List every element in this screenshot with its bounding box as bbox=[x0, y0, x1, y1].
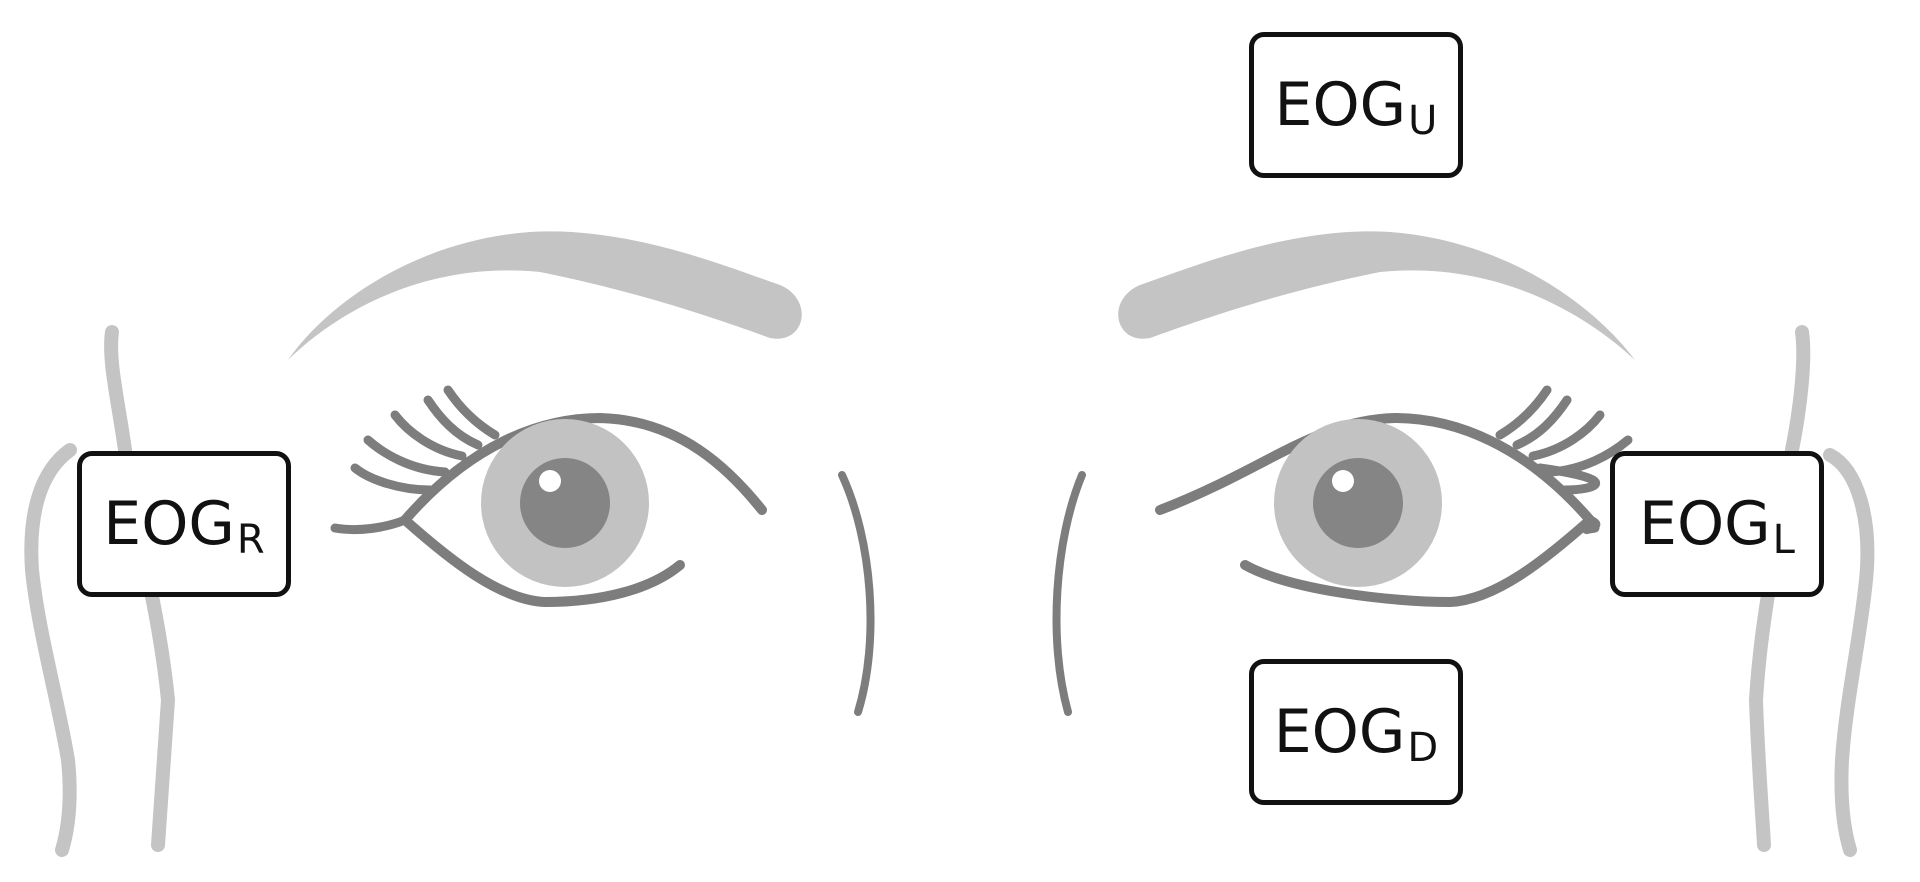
eyelashes bbox=[1495, 385, 1633, 535]
electrode-label: EOG bbox=[1639, 489, 1771, 559]
electrode-subscript: L bbox=[1772, 517, 1795, 563]
electrode-label: EOG bbox=[1274, 70, 1407, 140]
eye-highlight bbox=[1332, 470, 1354, 492]
nose-line-left bbox=[1052, 471, 1086, 716]
eye-highlight bbox=[539, 470, 561, 492]
eyebrow-left bbox=[1118, 231, 1635, 360]
electrode-label: EOG bbox=[1273, 697, 1406, 767]
eyebrow-right bbox=[288, 231, 802, 360]
eyelid-lower bbox=[400, 515, 685, 608]
electrode-subscript: D bbox=[1407, 725, 1439, 771]
eyelashes bbox=[330, 385, 500, 535]
eyelid-lower bbox=[1240, 515, 1595, 608]
eye-left bbox=[1155, 385, 1633, 608]
electrode-subscript: R bbox=[236, 517, 265, 563]
electrode-label: EOG bbox=[103, 489, 235, 559]
eyelid-upper bbox=[1155, 412, 1595, 525]
nose-line-right bbox=[838, 471, 875, 716]
pupil bbox=[520, 458, 610, 548]
eyelid-upper bbox=[400, 412, 767, 525]
electrode-subscript: U bbox=[1408, 98, 1438, 144]
eye-right bbox=[330, 385, 767, 608]
pupil bbox=[1313, 458, 1403, 548]
